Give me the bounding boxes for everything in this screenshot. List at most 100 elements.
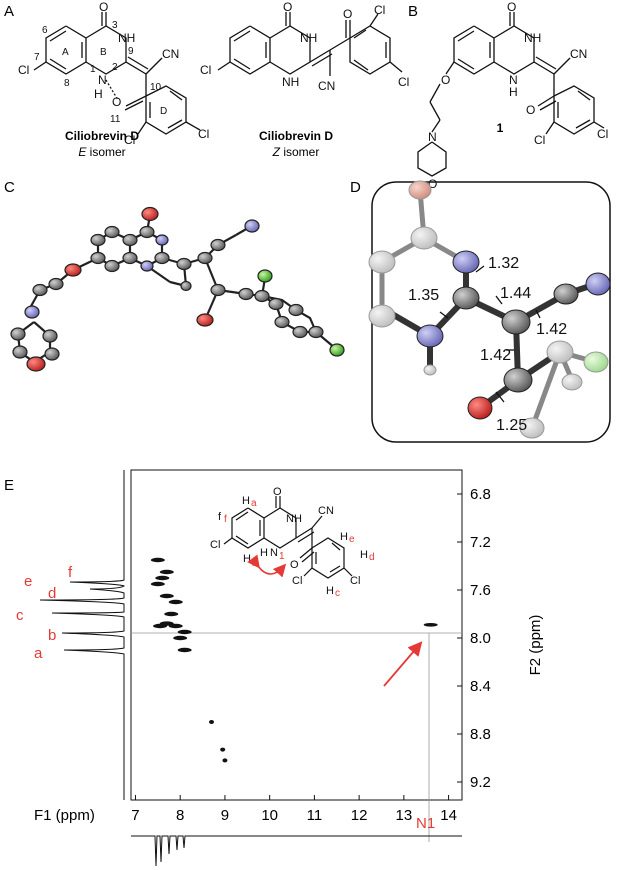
ring-label-b: B <box>100 47 107 58</box>
panel-label-e: E <box>4 477 14 494</box>
atom-number-6: 6 <box>42 25 48 36</box>
peak-label-d: d <box>48 585 56 602</box>
inset-structure <box>223 496 353 579</box>
e-cl-7: Cl <box>18 63 29 77</box>
peak-label-a: a <box>34 645 43 662</box>
cross-peak <box>168 599 183 605</box>
inset-cl-ortho: Cl <box>292 575 302 587</box>
inset-sub-f: f <box>224 514 227 525</box>
bond-length-2: 1.35 <box>408 287 439 304</box>
z-ketone-o: O <box>343 7 352 21</box>
z-carbonyl-o: O <box>283 0 292 14</box>
inset-cn: CN <box>318 505 334 517</box>
b-ketone-o: O <box>526 103 535 117</box>
y-tick-label: 7.2 <box>470 534 491 551</box>
atom-number-9: 9 <box>128 46 134 57</box>
z-nh-top: NH <box>300 31 317 45</box>
crystal-structure <box>10 206 345 372</box>
compound-1-structure <box>417 12 605 177</box>
inset-n1: N <box>270 547 278 559</box>
b-nh-top: NH <box>524 31 541 45</box>
e-carbonyl-o: O <box>99 0 108 14</box>
e-isomer-letter: E <box>78 145 87 159</box>
atom-number-1: 1 <box>90 64 96 75</box>
inset-h-b: H <box>243 553 251 565</box>
x-tick-label: 14 <box>440 807 457 824</box>
f2-projection-spectrum <box>39 470 125 800</box>
cross-peaks <box>150 557 438 763</box>
z-cn: CN <box>318 79 335 93</box>
panel-label-b: B <box>408 3 418 20</box>
b-ether-o: O <box>441 73 450 87</box>
inset-h-n1: H <box>260 547 268 559</box>
bond-length-3: 1.44 <box>500 285 531 302</box>
n1-label: N1 <box>416 815 435 832</box>
cross-peak <box>423 623 438 627</box>
atom-number-8: 8 <box>64 78 70 89</box>
x-tick-label: 13 <box>396 807 413 824</box>
cross-peak <box>220 747 226 752</box>
z-isomer-name: Ciliobrevin D <box>259 129 333 143</box>
e-h: H <box>94 87 103 101</box>
inset-sub-e: e <box>349 534 355 545</box>
noe-arrow <box>247 554 287 578</box>
inset-sub-a: a <box>251 498 257 509</box>
bond-length-1: 1.32 <box>488 255 519 272</box>
inset-nh-top: NH <box>286 513 302 525</box>
atom-number-7: 7 <box>34 52 40 63</box>
panel-label-a: A <box>4 3 14 20</box>
e-n1: N <box>98 73 107 87</box>
e-nh: NH <box>118 31 135 45</box>
e-isomer-name: Ciliobrevin D <box>65 129 139 143</box>
x-tick-label: 12 <box>351 807 368 824</box>
cross-peak <box>222 758 228 763</box>
atom-number-2: 2 <box>112 62 118 73</box>
b-nh-h: H <box>509 85 518 99</box>
cross-peak <box>159 569 174 575</box>
f1-projection-spectrum <box>131 835 462 867</box>
y-axis-ticks: 6.87.27.68.08.48.89.2 <box>457 486 491 791</box>
atom-number-11: 11 <box>110 114 121 125</box>
bond-length-6: 1.25 <box>496 417 527 434</box>
atom-number-3: 3 <box>112 20 118 31</box>
peak-label-b: b <box>48 627 56 644</box>
y-tick-label: 9.2 <box>470 774 491 791</box>
cross-peak <box>173 635 188 641</box>
inset-n1-number: 1 <box>279 551 285 562</box>
cross-peak <box>177 647 192 653</box>
x-tick-label: 7 <box>131 807 139 824</box>
e-o11: O <box>112 95 121 109</box>
cross-peak <box>177 629 192 635</box>
inset-cl-para: Cl <box>350 575 360 587</box>
b-cl-para: Cl <box>597 127 608 141</box>
inset-cl-left: Cl <box>210 539 220 551</box>
n1-arrow <box>383 641 423 687</box>
b-morpholine-n: N <box>428 130 437 144</box>
cross-peak <box>164 611 179 617</box>
cross-peak <box>150 557 165 563</box>
peak-label-e: e <box>24 573 32 590</box>
cross-peak <box>155 575 170 581</box>
cross-peak <box>209 720 215 724</box>
inset-h-c: H <box>326 585 334 597</box>
nmr-plot-area <box>130 469 463 801</box>
z-isomer-structure <box>217 12 403 76</box>
bond-length-4: 1.42 <box>536 321 567 338</box>
b-cl-ortho: Cl <box>534 133 545 147</box>
inset-sub-d: d <box>369 552 375 563</box>
inset-o-ketone: O <box>290 559 299 571</box>
z-isomer-letter: Z <box>272 145 281 159</box>
y-tick-label: 8.0 <box>470 630 491 647</box>
e-cn: CN <box>162 47 179 61</box>
x-axis-label: F1 (ppm) <box>34 807 95 824</box>
inset-sub-c: c <box>335 588 340 599</box>
ring-label-d: D <box>160 106 167 117</box>
e-isomer-caption: E isomer <box>78 145 125 159</box>
z-isomer-caption: Z isomer <box>272 145 320 159</box>
x-tick-label: 10 <box>261 807 278 824</box>
inset-h-f: f <box>218 511 222 523</box>
e-cl-para: Cl <box>198 127 209 141</box>
e-isomer-structure <box>33 12 201 135</box>
y-tick-label: 8.4 <box>470 678 491 695</box>
